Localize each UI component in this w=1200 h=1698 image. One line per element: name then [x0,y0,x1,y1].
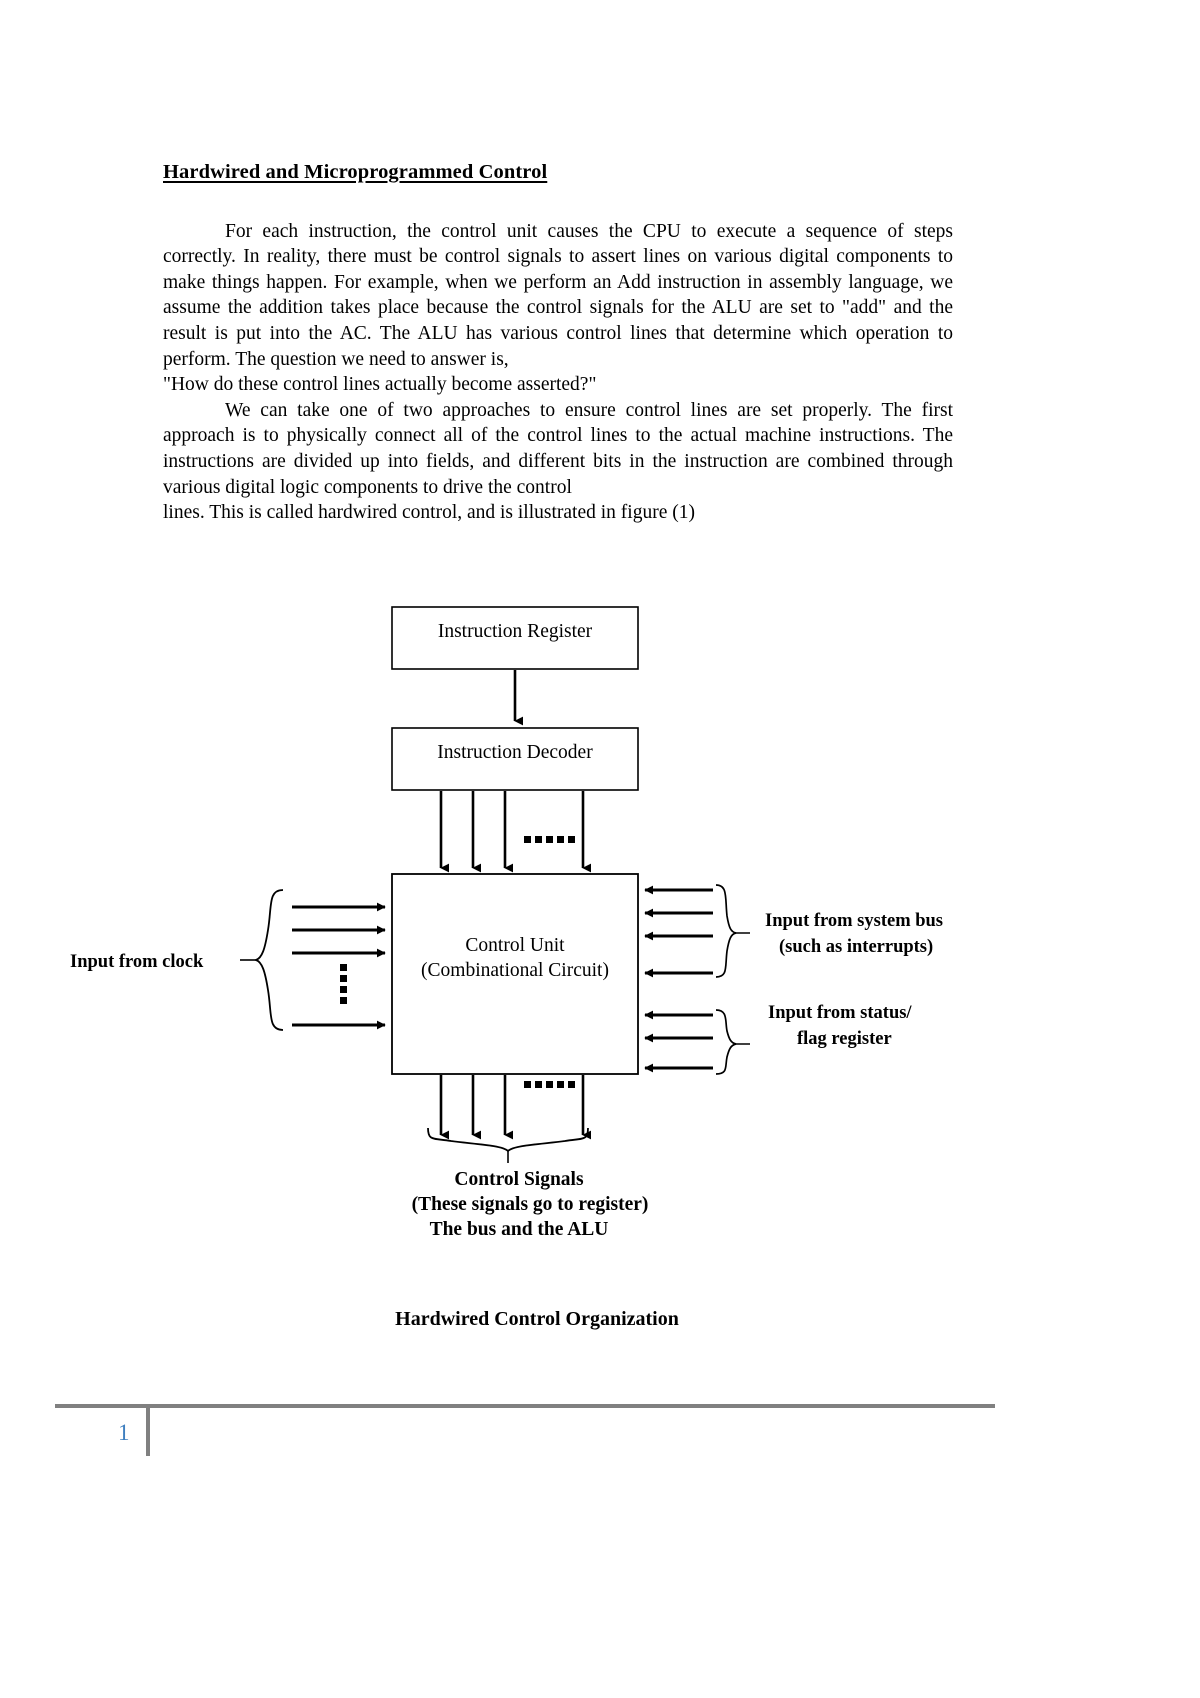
paragraph-1-line-5: ALU are set to "add" and the result is p… [163,297,953,344]
figure-caption: Hardwired Control Organization [395,1308,679,1330]
control-signals-brace [427,1127,589,1163]
page-number: 1 [118,1420,130,1445]
footer-tick-mark [146,1404,150,1456]
paragraph-1-line-4: assembly language, we assume the additio… [163,271,954,319]
document-text-block: Hardwired and Microprogrammed Control Fo… [163,160,953,526]
paragraph-2-final-line: lines. This is called hardwired control,… [163,500,953,526]
paragraph-1-line-2: steps correctly. In reality, there must … [163,220,953,268]
paragraph-1-line-7: "How do these control lines actually bec… [163,374,597,396]
control-unit-label-line1: Control Unit [465,935,565,956]
control-unit-box: Control Unit (Combinational Circuit) [391,873,639,1075]
paragraph-1-line-1: For each instruction, the control unit c… [225,220,904,242]
footer-divider [55,1404,995,1408]
status-flag-brace [715,1009,750,1075]
paragraph-1-line-6: that determine which operation to perfor… [163,322,954,370]
left-vertical-ellipsis-icon [340,964,347,1004]
input-from-system-bus-label-line1: Input from system bus [765,911,943,931]
paragraph-2-line-4: instruction are combined through various… [163,450,954,498]
paragraph-1: For each instruction, the control unit c… [163,219,953,373]
control-signals-label-line3: The bus and the ALU [430,1219,609,1240]
control-unit-label-line2: (Combinational Circuit) [421,960,609,981]
instruction-decoder-label: Instruction Decoder [437,742,593,763]
paragraph-2: We can take one of two approaches to ens… [163,398,953,500]
input-from-system-bus-label-line2: (such as interrupts) [779,937,933,957]
bottom-ellipsis-icon [524,1081,575,1088]
paragraph-2-line-3: instructions. The instructions are divid… [163,425,953,472]
control-signals-label-line2: (These signals go to register) [412,1194,649,1215]
hardwired-control-diagram: Instruction Register Instruction Decoder [0,560,1200,1350]
paragraph-2-line-2: first approach is to physically connect … [163,399,954,447]
system-bus-input-arrows [644,885,713,978]
paragraph-2-line-1: We can take one of two approaches to ens… [225,399,912,421]
status-flag-input-arrows [644,1010,713,1073]
control-signals-label-line1: Control Signals [454,1169,584,1190]
clock-brace [240,889,284,1031]
clock-input-arrows [292,902,386,1030]
decoder-to-control-unit-arrows [439,791,592,873]
paragraph-1-line-3: components to make things happen. For ex… [163,246,954,293]
input-from-status-label-line2: flag register [797,1029,892,1049]
system-bus-brace [715,884,750,978]
control-signal-output-arrows [439,1075,592,1140]
paragraph-2-line-5: lines. This is called hardwired control,… [163,502,695,524]
instruction-register-label: Instruction Register [438,621,593,642]
instruction-decoder-box: Instruction Decoder [391,727,639,791]
page-title: Hardwired and Microprogrammed Control [163,161,548,183]
paragraph-1-question-line: "How do these control lines actually bec… [163,372,953,398]
top-ellipsis-icon [524,836,575,843]
input-from-clock-label: Input from clock [70,952,204,972]
input-from-status-label-line1: Input from status/ [768,1003,912,1023]
instruction-register-box: Instruction Register [391,606,639,670]
